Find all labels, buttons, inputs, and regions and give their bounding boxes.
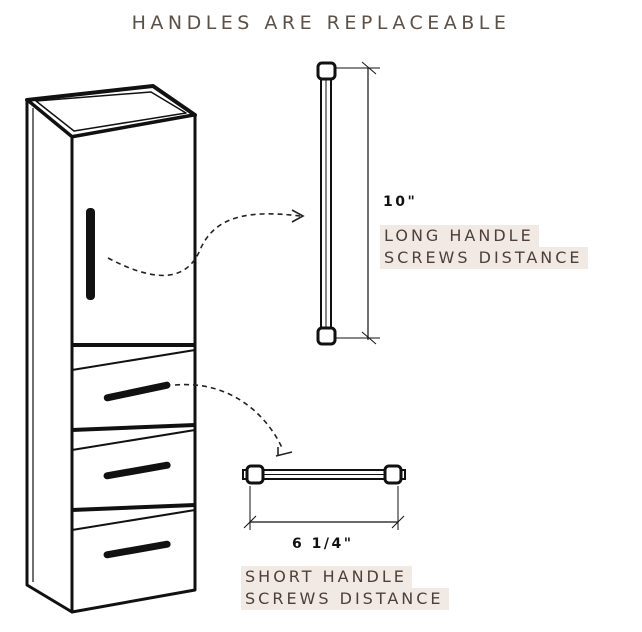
cabinet-illustration [25, 84, 197, 614]
short-handle-label-line2: SCREWS DISTANCE [241, 588, 449, 610]
short-handle-label-line1: SHORT HANDLE [241, 566, 412, 588]
dashed-arrow [107, 213, 301, 451]
long-handle-dimension: 10" [383, 194, 418, 210]
short-handle-drawing [242, 464, 406, 530]
short-handle-label: SHORT HANDLE SCREWS DISTANCE [241, 566, 449, 610]
short-handle-dimension: 6 1/4" [292, 536, 354, 552]
long-handle-label-line1: LONG HANDLE [380, 225, 539, 247]
page-title: HANDLES ARE REPLACEABLE [131, 12, 511, 34]
long-handle-label-line2: SCREWS DISTANCE [380, 247, 588, 269]
long-handle-drawing [316, 61, 380, 346]
long-handle-label: LONG HANDLE SCREWS DISTANCE [380, 225, 588, 269]
